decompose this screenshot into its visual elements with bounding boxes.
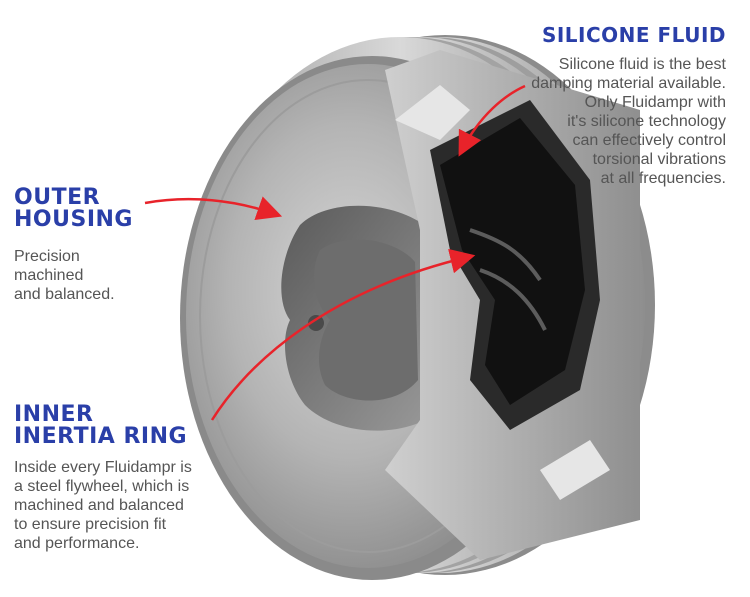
silicone-fluid-arrow	[458, 84, 526, 157]
outer-housing-description: Precision machined and balanced.	[14, 247, 115, 304]
silicone-fluid-title: SILICONE FLUID	[541, 23, 726, 47]
description-line: Inside every Fluidampr is	[14, 459, 192, 476]
description-line: it's silicone technology	[567, 113, 726, 130]
cutaway-section	[385, 50, 640, 560]
description-line: damping material available.	[531, 75, 726, 92]
inner-inertia-ring-description: Inside every Fluidampr is a steel flywhe…	[14, 458, 192, 553]
description-line: at all frequencies.	[600, 170, 726, 187]
description-line: can effectively control	[572, 132, 726, 149]
description-line: Silicone fluid is the best	[558, 56, 726, 73]
callout-arrows	[144, 84, 526, 421]
title-line: HOUSING	[14, 207, 133, 232]
description-line: Precision	[14, 248, 80, 265]
description-line: torsional vibrations	[592, 151, 726, 168]
description-line: machined	[14, 267, 84, 284]
description-line: Only Fluidampr with	[584, 94, 726, 111]
outer-housing-title: OUTER HOUSING	[14, 187, 133, 231]
outer-housing-arrow	[144, 196, 283, 221]
title-line: OUTER	[14, 185, 101, 210]
description-line: and performance.	[14, 535, 140, 552]
description-line: and balanced.	[14, 286, 115, 303]
inner-inertia-ring-arrow	[210, 248, 476, 421]
silicone-fluid-shape	[440, 118, 585, 405]
silicone-fluid-description: Silicone fluid is the best damping mater…	[531, 55, 726, 188]
title-line: INNER	[14, 402, 94, 427]
description-line: a steel flywheel, which is	[14, 478, 190, 495]
description-line: machined and balanced	[14, 497, 184, 514]
description-line: to ensure precision fit	[14, 516, 167, 533]
inner-inertia-ring-title: INNER INERTIA RING	[14, 404, 187, 448]
title-line: INERTIA RING	[14, 424, 188, 449]
